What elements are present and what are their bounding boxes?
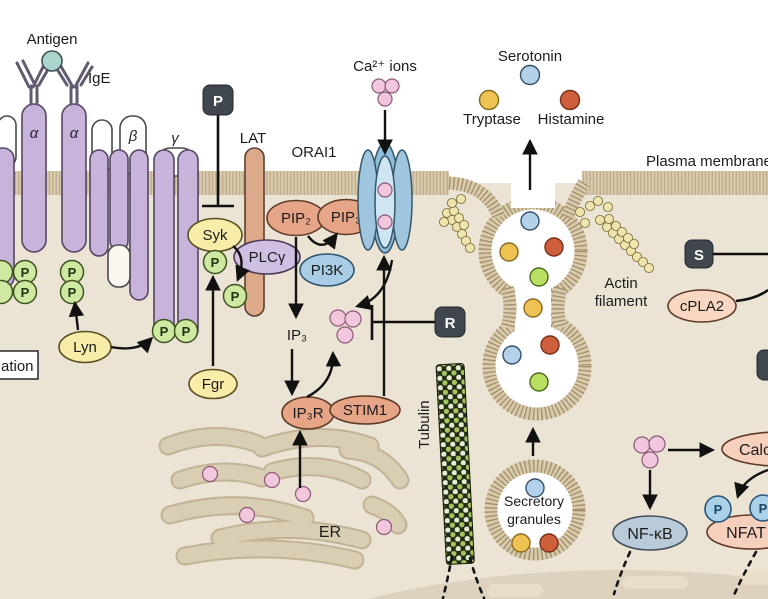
lat-label: LAT (240, 130, 266, 147)
p-site: P (68, 265, 77, 280)
pi3k-label: PI3K (311, 262, 344, 279)
ige-label: IgE (88, 70, 111, 87)
fusion-pore (448, 146, 592, 421)
activation-box-label: ation (1, 358, 34, 375)
orai1-channel (357, 142, 413, 254)
mediator-legend: Serotonin Tryptase Histamine (463, 48, 604, 128)
released-mediators-in-pore (499, 211, 564, 392)
badge-s-label: S (694, 247, 704, 264)
endoplasmic-reticulum: ER (158, 427, 410, 570)
nfat-phospho-2 (749, 494, 768, 522)
plasma-membrane-label: Plasma membrane (646, 153, 768, 170)
fc-receptor-complex: α α β γ (0, 103, 199, 341)
lat-scaffold (244, 147, 265, 317)
actin-filament-right (574, 195, 655, 274)
tryptase-label: Tryptase (463, 111, 521, 128)
antigen (41, 50, 63, 72)
edge-badge (756, 349, 768, 381)
ca-ions-label: Ca²⁺ ions (353, 58, 417, 75)
fgr-label: Fgr (202, 376, 225, 393)
pathway-arrows (68, 110, 768, 511)
p-inhibitor-badge: P (202, 84, 234, 116)
nfkb-label: NF-κB (627, 526, 672, 543)
p-site: P (182, 324, 191, 339)
r-inhibitor-badge: R (434, 306, 466, 338)
p-site: P (231, 289, 240, 304)
ip3r-label: IP₃R (292, 405, 323, 422)
plc-gamma-label: PLCγ (249, 249, 286, 266)
er-label: ER (319, 524, 341, 541)
serotonin-label: Serotonin (498, 48, 562, 65)
microtubule (435, 363, 475, 565)
secretory-granules-label-2: granules (507, 511, 561, 527)
p-site-blue: P (759, 501, 768, 516)
nfkb (612, 515, 688, 551)
gamma-subunit-label: γ (171, 130, 180, 147)
pip3-label: PIP₃ (331, 209, 361, 226)
calcineurin (721, 431, 768, 467)
pi3k (299, 253, 355, 287)
syk-label: Syk (202, 227, 228, 244)
cpla2 (667, 289, 737, 323)
stim1 (329, 395, 401, 425)
p-site: P (160, 324, 169, 339)
calcium-ions-cytosol (329, 309, 362, 344)
badge-p-label: P (213, 93, 223, 110)
orai1-label: ORAI1 (291, 144, 336, 161)
syk-phospho (202, 249, 228, 275)
er-calcium-ions (201, 465, 393, 536)
pip2-label: PIP₂ (281, 210, 311, 227)
actin-label-2: filament (595, 293, 648, 310)
actin-filament-left (438, 193, 476, 254)
fgr-kinase (188, 368, 238, 400)
beta-subunit-label: β (128, 128, 138, 145)
phosphorylation-sites: P P P P P P (0, 259, 199, 344)
alpha-subunit-label-1: α (30, 125, 39, 142)
nuclear-envelope-dashed (441, 550, 758, 599)
tubulin-label: Tubulin (416, 400, 433, 449)
nfat-label: NFAT (726, 525, 766, 542)
p-site: P (21, 285, 30, 300)
activation-box (0, 350, 39, 380)
calcium-ions-near-nfkb (633, 435, 666, 469)
nuclear-pores (487, 571, 768, 597)
histamine-dot (559, 89, 581, 111)
calcium-ions-extracellular (371, 78, 400, 107)
badge-r-label: R (445, 315, 456, 332)
nfat-phospho-1 (704, 495, 732, 523)
antigen-label: Antigen (27, 31, 78, 48)
actin-label-1: Actin (604, 275, 637, 292)
lat-phospho (222, 283, 248, 309)
histamine-label: Histamine (538, 111, 605, 128)
p-site: P (21, 265, 30, 280)
cpla2-label: cPLA2 (680, 298, 724, 315)
plc-gamma (233, 239, 301, 275)
s-badge: S (684, 239, 714, 269)
stim1-label: STIM1 (343, 402, 387, 419)
lyn-label: Lyn (73, 339, 97, 356)
alpha-subunit-label-2: α (70, 125, 79, 142)
serotonin-dot (519, 64, 541, 86)
p-site: P (68, 285, 77, 300)
tryptase-dot (478, 89, 500, 111)
secretory-granule: Secretory granules (484, 459, 586, 561)
secretory-granules-label-1: Secretory (504, 493, 564, 509)
p-site: P (211, 255, 220, 270)
calcineurin-label: Calcineurin (739, 442, 768, 459)
ip3-label: IP₃ (287, 327, 307, 344)
p-site-blue: P (714, 502, 723, 517)
